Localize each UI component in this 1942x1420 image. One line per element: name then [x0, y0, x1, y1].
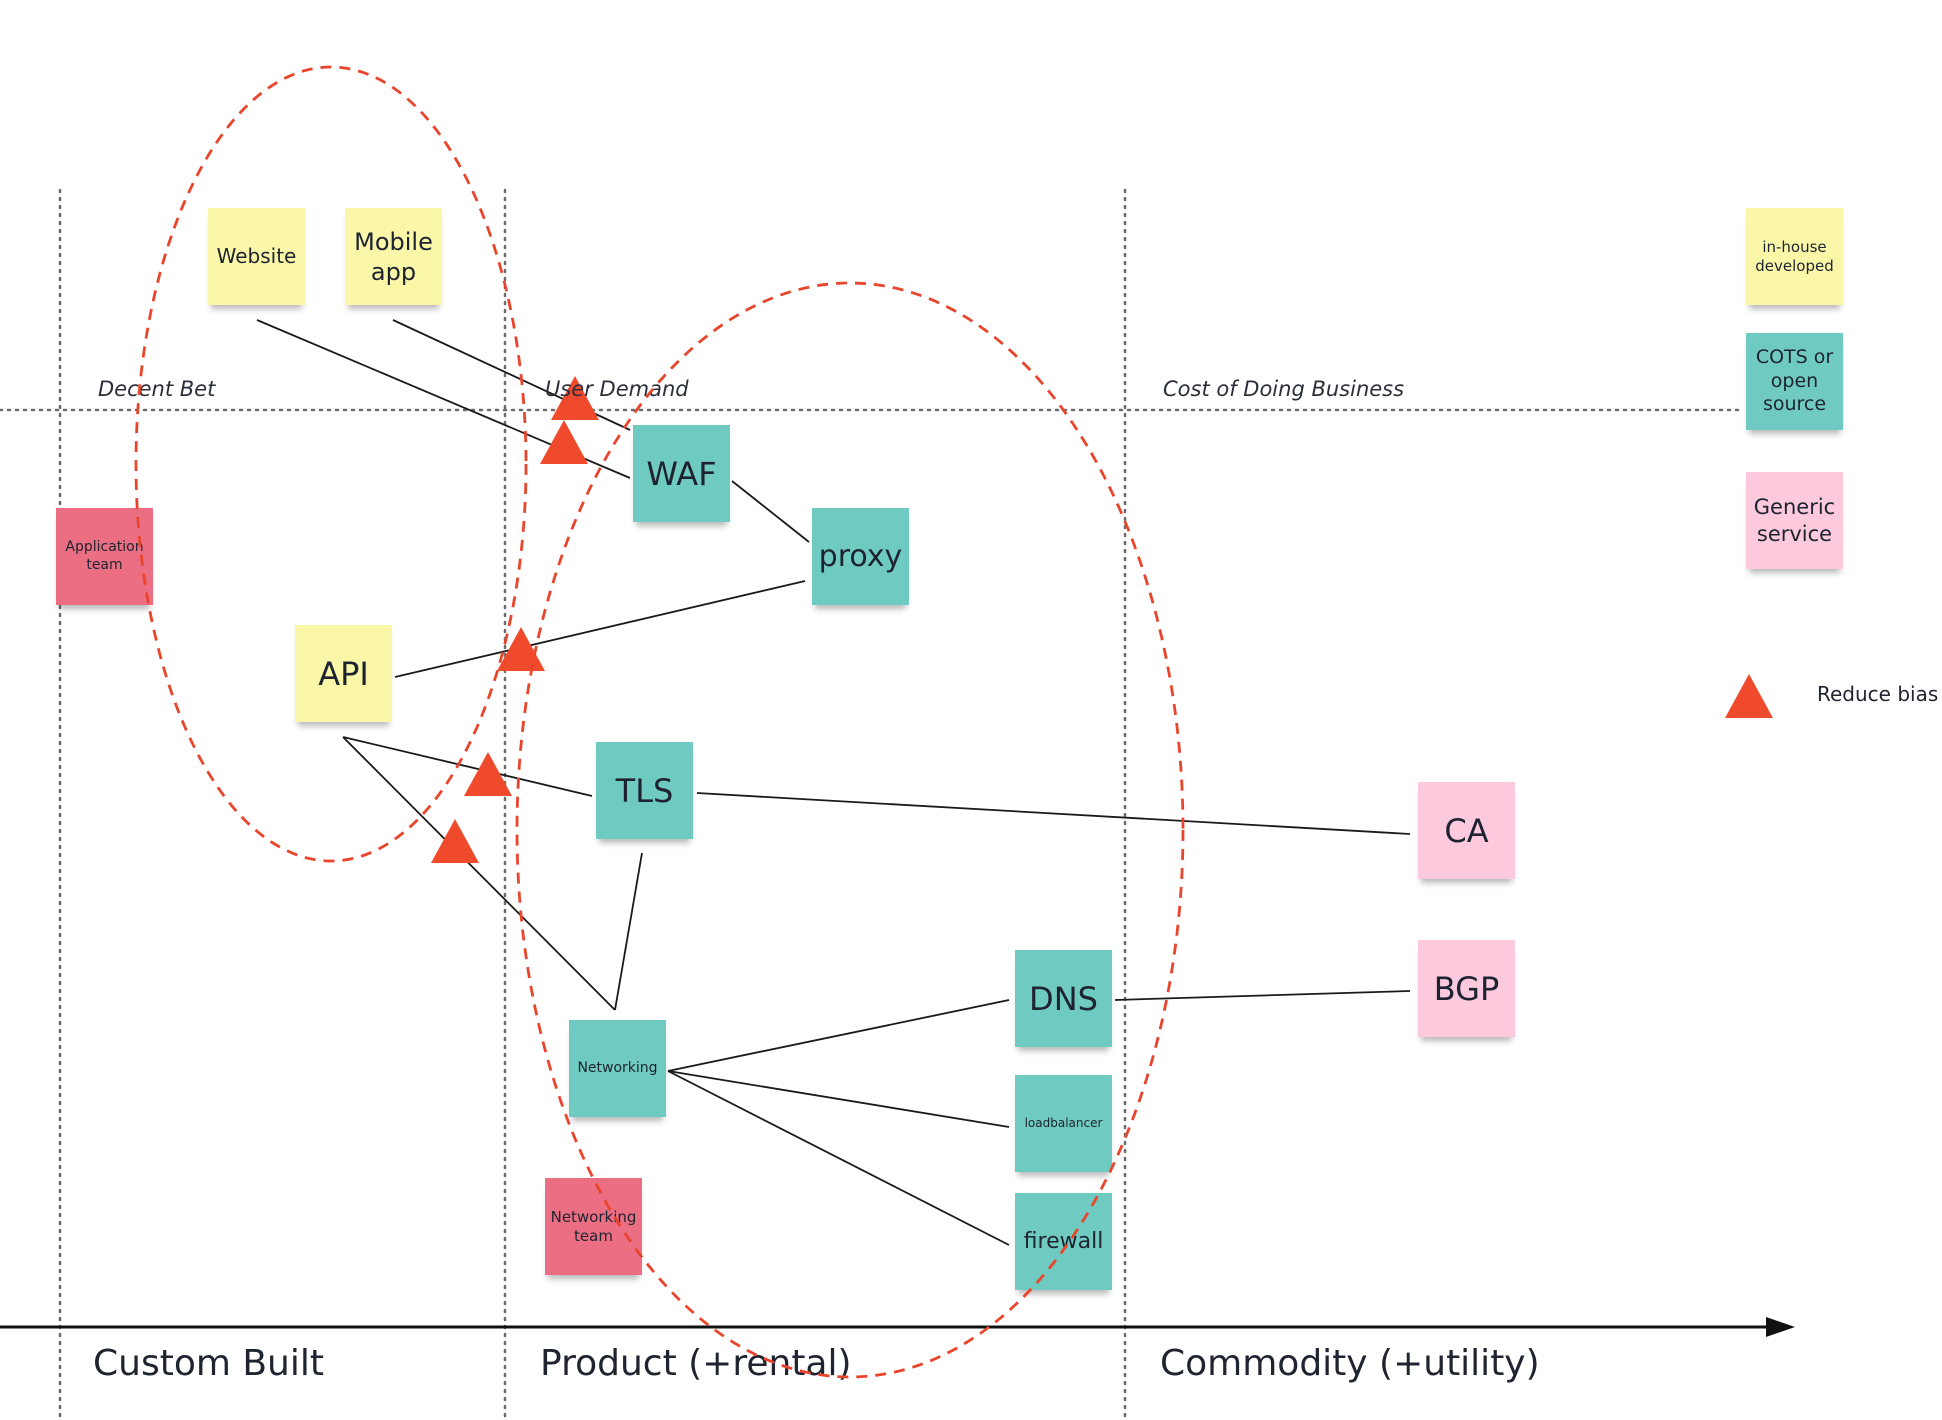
link-tls-ca — [696, 792, 1411, 835]
node-mobile-app-label: Mobile app — [354, 227, 433, 286]
node-ca-label: CA — [1444, 811, 1489, 850]
legend-generic: Generic service — [1746, 472, 1843, 569]
node-networking-team[interactable]: Networking team — [545, 1178, 642, 1275]
link-api-tls — [342, 736, 593, 797]
node-firewall[interactable]: firewall — [1015, 1193, 1112, 1290]
reduce-bias-marker — [497, 627, 545, 671]
legend-in-house-label: in-house developed — [1755, 237, 1834, 275]
evolution-axis-arrowhead — [1766, 1317, 1795, 1337]
node-ca[interactable]: CA — [1418, 782, 1515, 879]
node-mobile-app[interactable]: Mobile app — [345, 208, 442, 305]
node-tls-label: TLS — [615, 771, 674, 810]
node-waf-label: WAF — [646, 454, 717, 493]
node-bgp[interactable]: BGP — [1418, 940, 1515, 1037]
node-networking-team-label: Networking team — [550, 1207, 637, 1245]
link-networking-dns — [667, 999, 1010, 1072]
reduce-bias-legend-marker — [1725, 674, 1773, 718]
node-proxy[interactable]: proxy — [812, 508, 909, 605]
node-firewall-label: firewall — [1023, 1228, 1104, 1254]
reduce-bias-marker — [431, 819, 479, 863]
node-api[interactable]: API — [295, 625, 392, 722]
link-networking-loadbalancer — [667, 1070, 1010, 1128]
region-label-user-demand: User Demand — [545, 377, 689, 401]
axis-label-product: Product (+rental) — [540, 1343, 852, 1384]
axis-label-custom-built: Custom Built — [93, 1343, 324, 1384]
region-label-decent-bet: Decent Bet — [98, 377, 216, 401]
node-networking[interactable]: Networking — [569, 1020, 666, 1117]
link-networking-firewall — [667, 1070, 1010, 1246]
node-website-label: Website — [216, 244, 297, 268]
node-tls[interactable]: TLS — [596, 742, 693, 839]
node-loadbalancer-label: loadbalancer — [1024, 1116, 1103, 1130]
legend-generic-label: Generic service — [1753, 495, 1836, 546]
link-dns-bgp — [1114, 990, 1411, 1001]
node-bgp-label: BGP — [1433, 969, 1500, 1008]
node-application-team[interactable]: Application team — [56, 508, 153, 605]
link-waf-proxy — [731, 480, 810, 543]
legend-cots-label: COTS or open source — [1755, 345, 1834, 416]
legend-cots: COTS or open source — [1746, 333, 1843, 430]
node-loadbalancer[interactable]: loadbalancer — [1015, 1075, 1112, 1172]
node-waf[interactable]: WAF — [633, 425, 730, 522]
node-dns-label: DNS — [1029, 979, 1098, 1018]
link-api-proxy — [394, 580, 806, 678]
region-label-cost-of-doing-business: Cost of Doing Business — [1163, 377, 1405, 401]
axis-label-commodity: Commodity (+utility) — [1160, 1343, 1540, 1384]
node-dns[interactable]: DNS — [1015, 950, 1112, 1047]
node-website[interactable]: Website — [208, 208, 305, 305]
legend-reduce-bias-label: Reduce bias — [1817, 682, 1939, 706]
node-proxy-label: proxy — [818, 538, 903, 574]
node-networking-label: Networking — [577, 1059, 658, 1076]
node-application-team-label: Application team — [65, 539, 144, 573]
node-api-label: API — [318, 654, 369, 693]
link-tls-networking — [614, 852, 643, 1011]
legend-in-house: in-house developed — [1746, 208, 1843, 305]
